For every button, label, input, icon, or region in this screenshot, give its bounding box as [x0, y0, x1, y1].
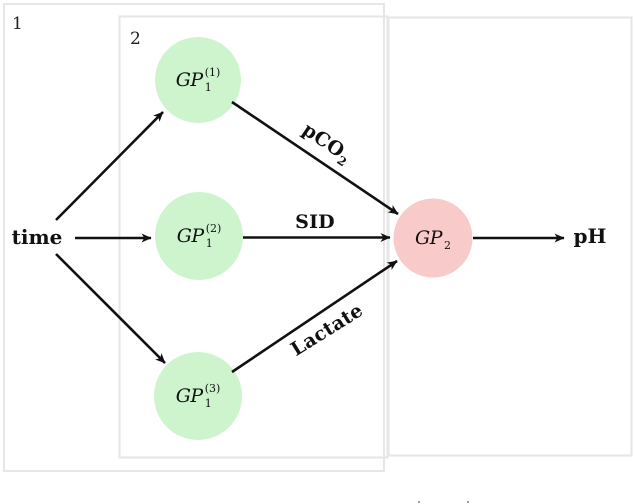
plate-2-label: 2 [130, 29, 141, 49]
caption-fragment [467, 501, 469, 503]
gp-superscript: (3) [204, 382, 221, 395]
edge-label-sid: SID [295, 211, 335, 233]
caption-fragment [418, 501, 420, 503]
gp-superscript: (2) [205, 222, 222, 235]
gp-base-text: GP [176, 225, 204, 247]
node-gp1-2-label: GP(2) 1 [177, 223, 222, 249]
gp-base-text: GP [175, 385, 203, 407]
gp-subscript: 1 [205, 237, 213, 250]
node-gp1-1-label: GP(1) 1 [176, 67, 221, 93]
edge-gp1-1-gp2-pco2 [231, 100, 399, 216]
edge-time-gp1-1 [55, 111, 164, 221]
gp-base-text: GP [175, 69, 203, 91]
output-ph-label: pH [573, 224, 607, 248]
gp-base-text: GP [415, 227, 442, 249]
gp-subscript: 1 [204, 397, 212, 410]
input-time-label: time [11, 225, 63, 249]
edge-gp1-3-gp2-lactate [231, 259, 398, 374]
gp-subscript: 2 [443, 239, 451, 252]
node-gp1-1-circle [155, 37, 241, 123]
node-gp2-circle [393, 198, 473, 278]
node-gp1-2-circle [155, 192, 243, 280]
node-gp1-3-circle [154, 352, 242, 440]
node-gp1-3-label: GP(3) 1 [176, 383, 221, 409]
plate-1-label: 1 [12, 14, 23, 34]
edge-time-gp1-3 [55, 253, 166, 364]
gp-superscript: (1) [204, 66, 221, 79]
gp-superscript [444, 225, 451, 236]
gp-subscript: 1 [204, 81, 212, 94]
